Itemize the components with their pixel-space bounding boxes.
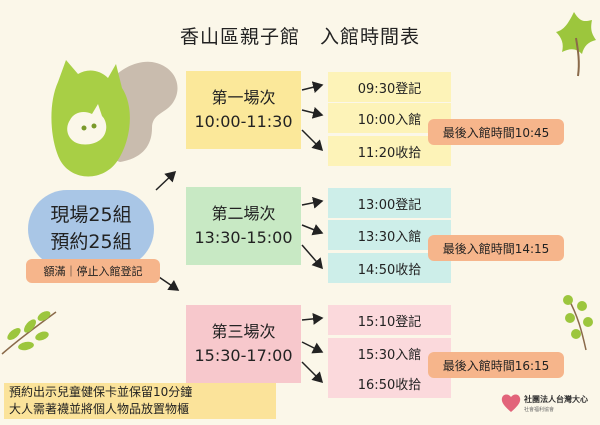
note-1: 預約出示兒童健保卡並保留10分鐘 [9, 385, 193, 399]
notes-box: 預約出示兒童健保卡並保留10分鐘 大人需著襪並將個人物品放置物櫃 [4, 383, 276, 419]
leaf-left-bottom-icon [1, 311, 57, 355]
session-3-time: 15:30-17:00 [194, 346, 293, 365]
logo-name: 社團法人台灣大心 [524, 395, 588, 404]
session-1-slot-1: 09:30登記 [328, 72, 451, 102]
arrow-to-session-1 [155, 170, 177, 191]
session-1-last-entry: 最後入館時間10:45 [428, 119, 564, 145]
session-2-name: 第二場次 [211, 204, 276, 223]
onsite-quota: 現場25組 [50, 204, 132, 227]
session-2-slot-1: 13:00登記 [328, 188, 451, 218]
session-2-box: 第二場次 13:30-15:00 [186, 187, 301, 265]
session-1-box: 第一場次 10:00-11:30 [186, 71, 301, 149]
session-3-slot-3: 16:50收拾 [328, 368, 451, 398]
session-3-slot-1: 15:10登記 [328, 305, 451, 335]
reserved-quota: 預約25組 [50, 231, 132, 253]
quota-bubble: 現場25組 預約25組 [28, 190, 154, 268]
session-1-time: 10:00-11:30 [194, 112, 293, 131]
squirrel-mascot-icon [51, 60, 178, 177]
leaf-right-bottom-icon [563, 295, 593, 351]
logo-subtitle: 社會福利協會 [524, 407, 555, 413]
leaf-top-right-icon [556, 12, 596, 77]
heart-logo-icon [501, 394, 521, 412]
session-3-name: 第三場次 [211, 322, 276, 341]
session-1-name: 第一場次 [211, 88, 276, 107]
session-2-last-entry: 最後入館時間14:15 [428, 235, 564, 261]
full-stop-badge: 額滿｜停止入館登記 [26, 259, 160, 283]
note-2: 大人需著襪並將個人物品放置物櫃 [9, 402, 190, 416]
session-3-box: 第三場次 15:30-17:00 [186, 305, 301, 383]
session-3-last-entry: 最後入館時間16:15 [428, 352, 564, 378]
session-2-time: 13:30-15:00 [194, 228, 293, 247]
page-title: 香山區親子館 入館時間表 [179, 26, 420, 48]
session-1-slot-3: 11:20收拾 [328, 136, 451, 166]
